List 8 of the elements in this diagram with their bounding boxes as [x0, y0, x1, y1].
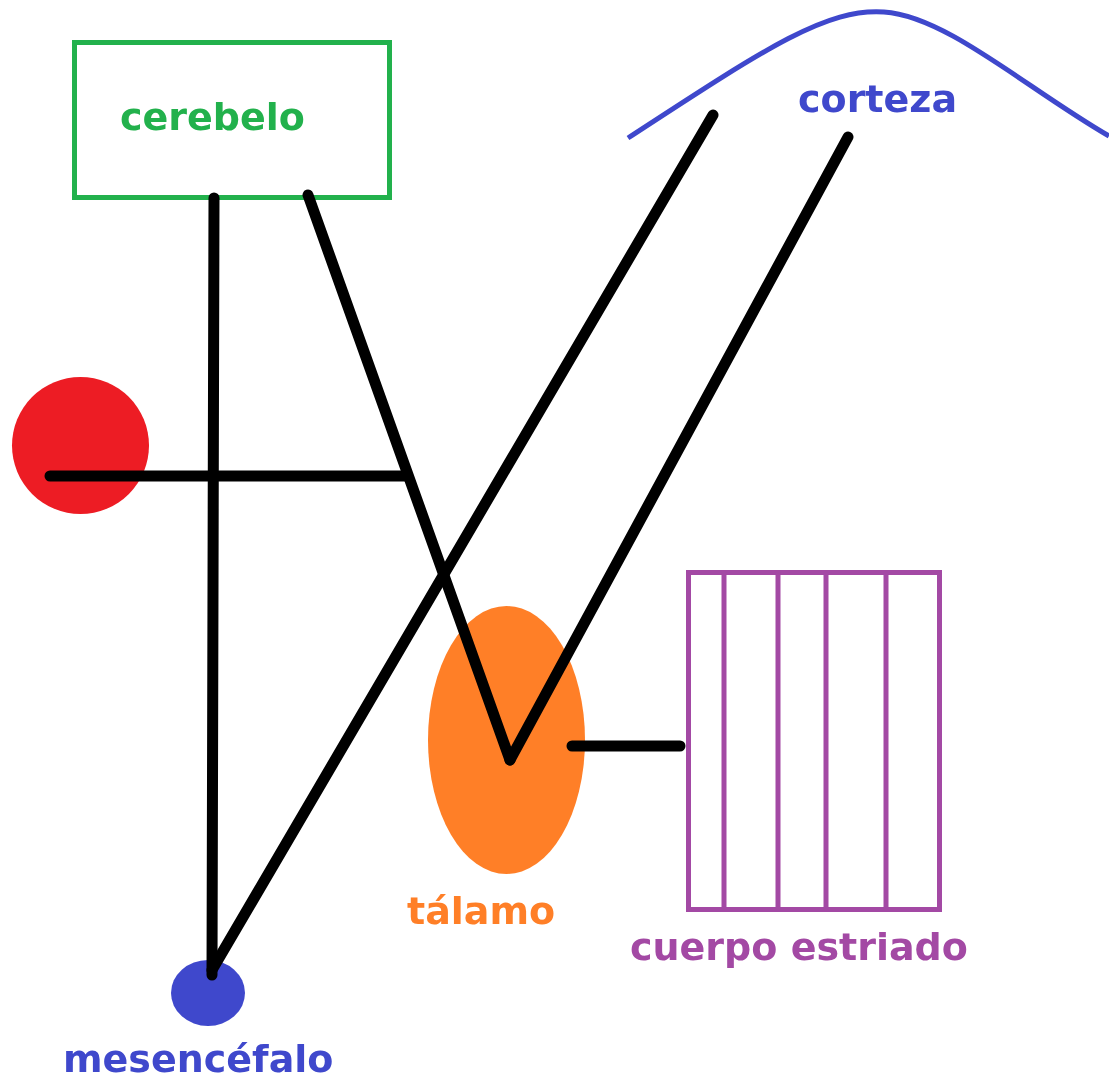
region-label: corteza — [798, 80, 958, 118]
connector-line — [504, 131, 854, 766]
region-label: cerebelo — [120, 98, 305, 136]
region-label: mesencéfalo — [63, 1040, 334, 1078]
connector-line — [566, 740, 686, 752]
region-label: cuerpo estriado — [630, 928, 968, 966]
region-label: tálamo — [407, 892, 556, 930]
connector-line — [206, 192, 220, 981]
